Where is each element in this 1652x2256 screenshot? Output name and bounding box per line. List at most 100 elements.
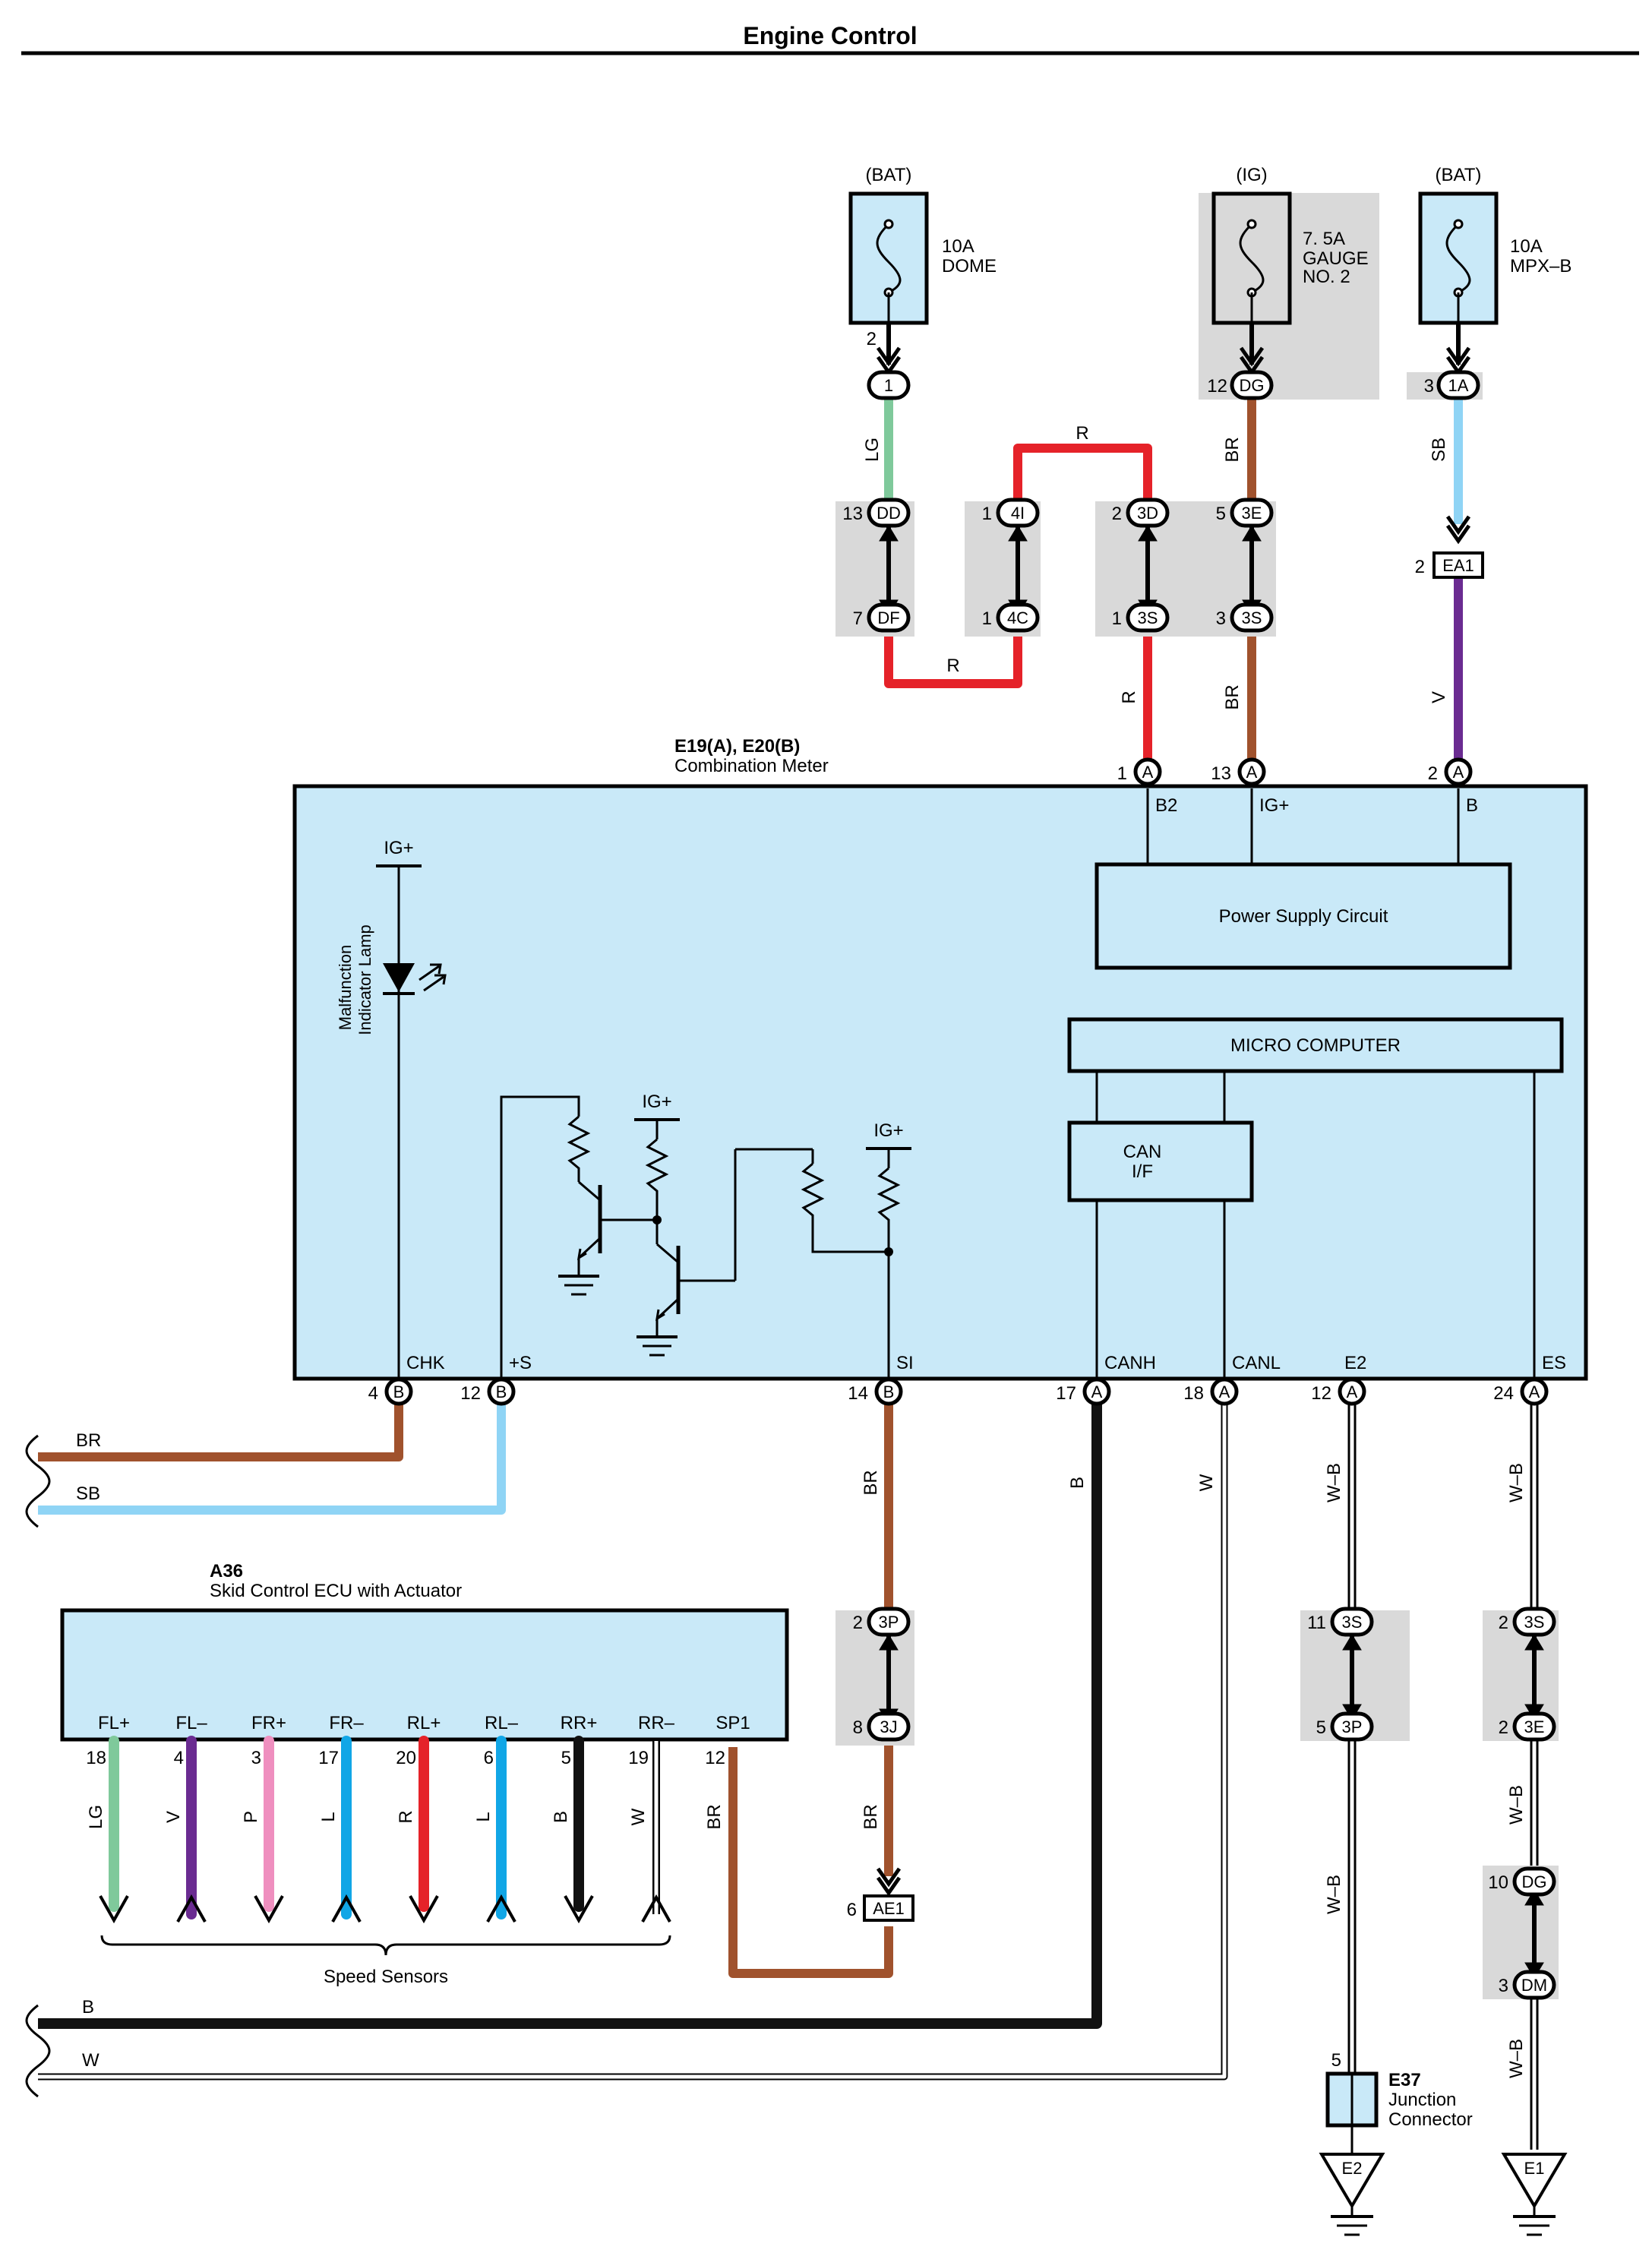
svg-text:LG: LG	[86, 1805, 106, 1829]
svg-text:18: 18	[1183, 1383, 1204, 1404]
svg-text:A: A	[1529, 1382, 1540, 1401]
svg-text:3S: 3S	[1138, 608, 1158, 627]
conn-3j	[867, 1711, 911, 1742]
svg-text:R: R	[1076, 423, 1088, 444]
svg-text:RR–: RR–	[638, 1713, 675, 1733]
svg-text:L: L	[318, 1812, 339, 1822]
svg-text:+S: +S	[509, 1353, 532, 1373]
mil-label2: Indicator Lamp	[355, 924, 374, 1035]
ecu-name: Skid Control ECU with Actuator	[210, 1581, 462, 1601]
svg-text:12: 12	[1311, 1383, 1331, 1404]
svg-text:B: B	[883, 1382, 895, 1401]
svg-text:W: W	[82, 2050, 99, 2071]
conn-dm	[1512, 1970, 1556, 2000]
conn-3s-es	[1512, 1607, 1556, 1637]
conn-dg-es	[1512, 1866, 1556, 1897]
svg-text:BR: BR	[861, 1470, 881, 1495]
svg-text:R: R	[1119, 690, 1139, 703]
wire-w-canl-inner	[38, 1404, 1227, 2079]
svg-text:12: 12	[460, 1383, 481, 1404]
svg-text:3E: 3E	[1242, 504, 1262, 523]
svg-text:3: 3	[1424, 376, 1434, 397]
wire-labels-top: LG R R R BR BR SB V	[862, 423, 1449, 710]
svg-text:4I: 4I	[1011, 504, 1025, 523]
svg-text:A: A	[1142, 763, 1154, 782]
svg-text:IG+: IG+	[1259, 795, 1289, 816]
svg-text:B: B	[393, 1382, 405, 1401]
ecu-wire-labels: LG V P L R L B W	[86, 1805, 649, 1829]
led-icon	[383, 963, 415, 992]
malfunction-indicator-lamp: IG+ Malfunction Indicator Lamp	[336, 838, 447, 1035]
power-supply-circuit	[1094, 862, 1512, 970]
svg-text:3P: 3P	[1342, 1717, 1363, 1736]
wires-top	[884, 399, 1463, 760]
terminal-es	[1520, 1377, 1549, 1406]
svg-text:17: 17	[1056, 1383, 1076, 1404]
svg-text:BR: BR	[1222, 684, 1243, 709]
fuse-mpx-source: (BAT)	[1436, 165, 1482, 185]
wire-b-canh	[38, 1404, 1102, 2029]
svg-text:B2: B2	[1155, 795, 1177, 816]
fuse-dome: (BAT) 10A DOME	[848, 165, 997, 325]
svg-text:IG+: IG+	[642, 1092, 671, 1112]
svg-text:2: 2	[1499, 1613, 1508, 1633]
svg-text:CHK: CHK	[406, 1353, 445, 1373]
terminal-ig	[1237, 757, 1266, 786]
svg-text:W: W	[1196, 1474, 1217, 1491]
fuse-mpx-symbol	[1445, 223, 1471, 294]
svg-text:W–B: W–B	[1506, 1463, 1527, 1502]
svg-text:3J: 3J	[880, 1717, 897, 1736]
fuse-dome-name: DOME	[942, 256, 997, 276]
terminal-chk	[384, 1377, 413, 1406]
svg-text:3S: 3S	[1242, 608, 1262, 627]
svg-text:4: 4	[174, 1748, 184, 1768]
svg-text:V: V	[1429, 691, 1449, 703]
svg-text:4C: 4C	[1007, 608, 1028, 627]
svg-text:4: 4	[368, 1383, 378, 1404]
svg-text:B: B	[551, 1811, 571, 1823]
svg-text:IG+: IG+	[873, 1120, 903, 1141]
svg-text:R: R	[946, 656, 959, 676]
ecu-ref: A36	[210, 1561, 243, 1581]
svg-text:SI: SI	[896, 1353, 914, 1373]
svg-text:L: L	[473, 1812, 494, 1822]
svg-text:13: 13	[842, 504, 863, 524]
svg-text:B: B	[1067, 1477, 1088, 1489]
svg-text:DG: DG	[1240, 376, 1265, 395]
svg-text:3: 3	[251, 1748, 261, 1768]
wire-r-loop	[884, 637, 1022, 688]
svg-text:BR: BR	[861, 1804, 881, 1829]
svg-text:E2: E2	[1342, 2159, 1363, 2178]
svg-text:3S: 3S	[1342, 1613, 1363, 1632]
ground-e1: E1	[1501, 2153, 1568, 2236]
svg-text:18: 18	[86, 1748, 106, 1768]
meter-internal-lines	[397, 866, 1536, 1379]
meter-top-terminals: 1 A 13 A 2 A B2 IG+ B	[1117, 757, 1478, 864]
conn-3d	[1126, 498, 1170, 528]
wire-break-marks	[25, 1434, 51, 2098]
wire-labels-bottom: BR SB BR B W W–B W–B BR W–B W–B W–B B W …	[76, 1430, 1527, 2078]
conn-dg	[1230, 370, 1274, 400]
can-if-label: CAN	[1123, 1142, 1162, 1162]
svg-text:1A: 1A	[1448, 376, 1469, 395]
svg-text:FL–: FL–	[175, 1713, 207, 1733]
terminal-b	[1444, 757, 1473, 786]
svg-text:BR: BR	[1222, 437, 1243, 462]
svg-text:8: 8	[853, 1717, 863, 1738]
svg-text:1: 1	[982, 608, 992, 629]
power-supply-label: Power Supply Circuit	[1219, 906, 1388, 927]
terminal-si	[874, 1377, 903, 1406]
svg-text:FR+: FR+	[251, 1713, 286, 1733]
svg-text:2: 2	[853, 1613, 863, 1633]
ecu-terminals: FL+ FL– FR+ FR– RL+ RL– RR+ RR– SP1 18 4…	[86, 1713, 750, 1768]
conn-3p-top	[867, 1607, 911, 1637]
svg-text:A: A	[1219, 1382, 1230, 1401]
svg-text:1: 1	[1117, 763, 1127, 784]
can-if	[1067, 1120, 1254, 1202]
conn-ea1	[1432, 551, 1484, 579]
speed-sensor-leads	[109, 1736, 660, 1919]
svg-text:6: 6	[484, 1748, 494, 1768]
terminal-canl	[1210, 1377, 1239, 1406]
svg-text:20: 20	[396, 1748, 416, 1768]
meter-ref: E19(A), E20(B)	[674, 736, 800, 757]
